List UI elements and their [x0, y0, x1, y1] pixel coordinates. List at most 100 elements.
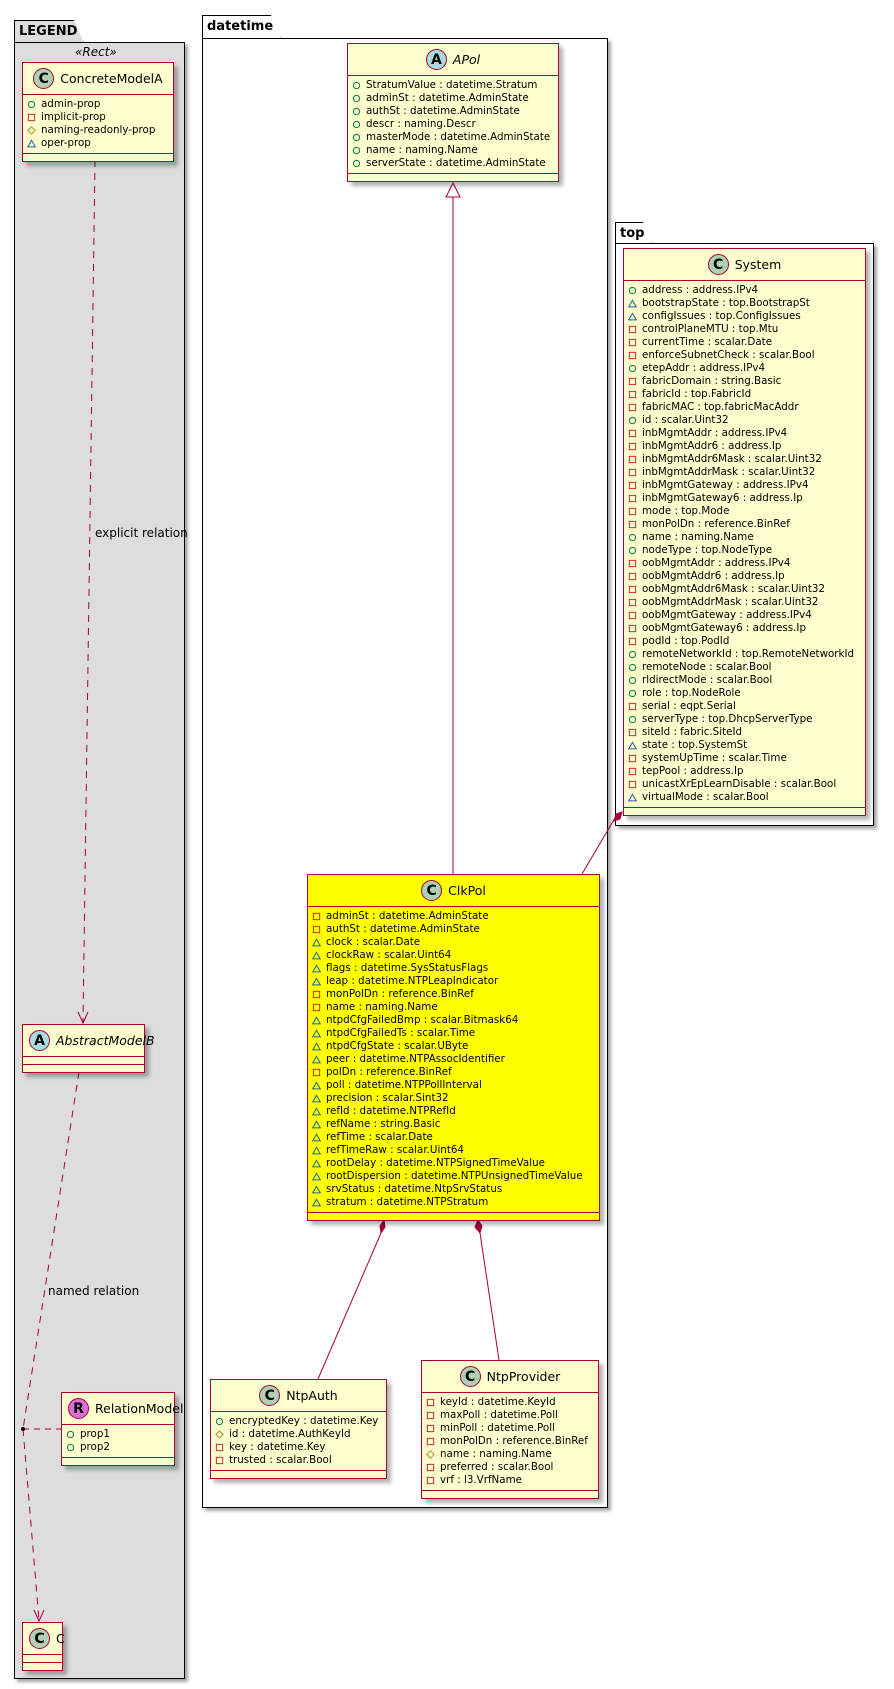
attribute-text: state : top.SystemSt: [642, 739, 748, 751]
methods-compartment: [624, 808, 865, 815]
public-visibility-icon: [27, 100, 36, 109]
attribute-text: address : address.IPv4: [642, 284, 759, 296]
public-visibility-icon: [628, 364, 637, 373]
public-visibility-icon: [352, 146, 361, 155]
attribute: authSt : datetime.AdminState: [312, 923, 595, 936]
composition-diamond-icon: [613, 811, 623, 822]
class-name: NtpProvider: [486, 1369, 561, 1384]
public-visibility-icon: [352, 159, 361, 168]
attribute-text: fabricMAC : top.fabricMacAddr: [642, 401, 799, 413]
attribute-text: clockRaw : scalar.Uint64: [326, 949, 452, 961]
attribute-text: podId : top.PodId: [642, 635, 730, 647]
attribute: serial : eqpt.Serial: [628, 700, 861, 713]
attribute: prop1: [66, 1428, 170, 1441]
attribute: unicastXrEpLearnDisable : scalar.Bool: [628, 778, 861, 791]
private-visibility-icon: [628, 429, 637, 438]
attribute: id : scalar.Uint32: [628, 414, 861, 427]
attribute: keyId : datetime.KeyId: [426, 1396, 594, 1409]
attribute-text: inbMgmtAddr : address.IPv4: [642, 427, 788, 439]
package-visibility-icon: [312, 977, 321, 986]
attribute-text: unicastXrEpLearnDisable : scalar.Bool: [642, 778, 837, 790]
attribute: inbMgmtAddr6 : address.Ip: [628, 440, 861, 453]
attribute: role : top.NodeRole: [628, 687, 861, 700]
attribute: oobMgmtAddrMask : scalar.Uint32: [628, 596, 861, 609]
attribute-text: stratum : datetime.NTPStratum: [326, 1196, 489, 1208]
composition-clkpol-ntpauth: [317, 1232, 382, 1380]
protected-visibility-icon: [215, 1430, 224, 1439]
attribute: fabricMAC : top.fabricMacAddr: [628, 401, 861, 414]
private-visibility-icon: [628, 442, 637, 451]
attribute-text: fabricDomain : string.Basic: [642, 375, 782, 387]
attribute: name : naming.Name: [312, 1001, 595, 1014]
attribute-text: polDn : reference.BinRef: [326, 1066, 452, 1078]
arrowhead-icon: [33, 1609, 45, 1623]
public-visibility-icon: [352, 81, 361, 90]
attribute: oper-prop: [27, 137, 169, 150]
attribute-text: oobMgmtAddr6 : address.Ip: [642, 570, 785, 582]
private-visibility-icon: [628, 572, 637, 581]
protected-visibility-icon: [426, 1450, 435, 1459]
public-visibility-icon: [628, 533, 637, 542]
attribute-list: [23, 1057, 144, 1065]
public-visibility-icon: [352, 120, 361, 129]
relation-class-icon: R: [68, 1398, 89, 1419]
attribute: key : datetime.Key: [215, 1441, 382, 1454]
abstract-class-icon: A: [425, 49, 447, 70]
attribute-text: refTimeRaw : scalar.Uint64: [326, 1144, 464, 1156]
public-visibility-icon: [628, 546, 637, 555]
package-visibility-icon: [312, 1042, 321, 1051]
public-visibility-icon: [66, 1443, 75, 1452]
package-visibility-icon: [312, 1081, 321, 1090]
private-visibility-icon: [426, 1398, 435, 1407]
attribute-text: inbMgmtGateway : address.IPv4: [642, 479, 809, 491]
attribute: inbMgmtGateway : address.IPv4: [628, 479, 861, 492]
class-name: RelationModel: [95, 1401, 184, 1416]
attribute-text: currentTime : scalar.Date: [642, 336, 773, 348]
arrowhead-icon: [77, 1011, 89, 1025]
private-visibility-icon: [628, 403, 637, 412]
attribute-text: oobMgmtGateway : address.IPv4: [642, 609, 812, 621]
attribute: siteId : fabric.SiteId: [628, 726, 861, 739]
attribute: clockRaw : scalar.Uint64: [312, 949, 595, 962]
attribute: refTimeRaw : scalar.Uint64: [312, 1144, 595, 1157]
attribute-text: serial : eqpt.Serial: [642, 700, 736, 712]
attribute: virtualMode : scalar.Bool: [628, 791, 861, 804]
attribute-text: id : datetime.AuthKeyId: [229, 1428, 351, 1440]
attribute-text: nodeType : top.NodeType: [642, 544, 773, 556]
attribute: refTime : scalar.Date: [312, 1131, 595, 1144]
attribute-text: vrf : l3.VrfName: [440, 1474, 522, 1486]
methods-compartment: [23, 154, 173, 161]
attribute: id : datetime.AuthKeyId: [215, 1428, 382, 1441]
attribute-text: minPoll : datetime.Poll: [440, 1422, 555, 1434]
class-name: AbstractModelB: [56, 1033, 155, 1048]
private-visibility-icon: [628, 559, 637, 568]
attribute: oobMgmtAddr : address.IPv4: [628, 557, 861, 570]
methods-compartment: [62, 1458, 174, 1465]
public-visibility-icon: [215, 1417, 224, 1426]
attribute-text: mode : top.Mode: [642, 505, 730, 517]
attribute: preferred : scalar.Bool: [426, 1461, 594, 1474]
public-visibility-icon: [628, 416, 637, 425]
composition-clkpol-ntpprovider: [479, 1232, 500, 1361]
attribute: mode : top.Mode: [628, 505, 861, 518]
attribute-text: implicit-prop: [41, 111, 106, 123]
attribute-text: clock : scalar.Date: [326, 936, 421, 948]
private-visibility-icon: [426, 1463, 435, 1472]
attribute: vrf : l3.VrfName: [426, 1474, 594, 1487]
attribute-text: remoteNetworkId : top.RemoteNetworkId: [642, 648, 855, 660]
attribute: serverType : top.DhcpServerType: [628, 713, 861, 726]
package-visibility-icon: [312, 1107, 321, 1116]
attribute-text: inbMgmtAddr6 : address.Ip: [642, 440, 782, 452]
